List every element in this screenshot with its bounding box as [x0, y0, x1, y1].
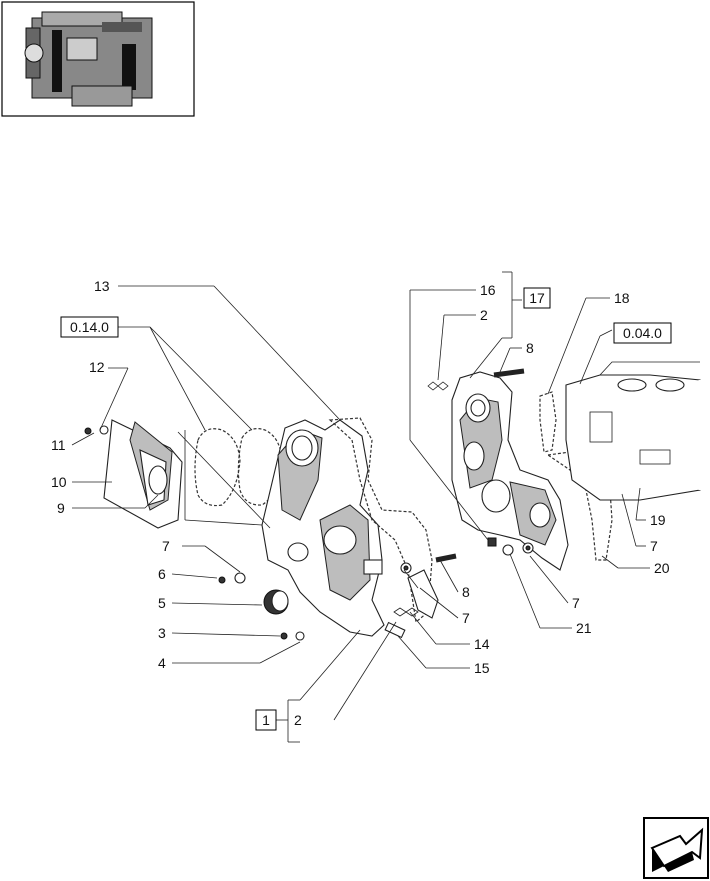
part-label-7-right: 7	[650, 538, 658, 554]
part-label-13: 13	[94, 278, 110, 294]
part-label-21: 21	[576, 620, 592, 636]
part-label-6: 6	[158, 566, 166, 582]
engine-thumbnail[interactable]	[1, 1, 195, 117]
ref-label-0.04.0: 0.04.0	[623, 325, 662, 341]
front-cover-group	[84, 417, 457, 641]
leader-lines	[71, 271, 650, 743]
part-label-18: 18	[614, 290, 630, 306]
part-label-8-upper: 8	[526, 340, 534, 356]
part-label-19: 19	[650, 512, 666, 528]
part-label-5: 5	[158, 595, 166, 611]
part-label-10: 10	[51, 474, 67, 490]
gear-housing-group	[427, 361, 702, 571]
arrow-next-icon[interactable]	[643, 817, 709, 879]
reference-box-0.14.0[interactable]: 0.14.0	[60, 316, 119, 338]
part-label-9: 9	[57, 500, 65, 516]
part-label-1: 1	[262, 712, 270, 728]
part-label-2-bottom: 2	[294, 712, 302, 728]
part-label-17: 17	[529, 290, 545, 306]
part-label-3: 3	[158, 625, 166, 641]
part-label-12: 12	[89, 359, 105, 375]
part-label-14: 14	[474, 636, 490, 652]
part-label-7-left: 7	[162, 538, 170, 554]
ref-label-0.14.0: 0.14.0	[70, 319, 109, 335]
reference-box-0.04.0[interactable]: 0.04.0	[613, 322, 672, 344]
part-label-4: 4	[158, 655, 166, 671]
part-label-11: 11	[51, 437, 66, 453]
part-labels: 13 12 11 10 9 7 6 5 3 4 2 8 7 14 15 16 2…	[51, 278, 670, 728]
part-label-8-lower: 8	[462, 584, 470, 600]
assembly-box-17[interactable]: 17	[523, 287, 551, 309]
part-label-15: 15	[474, 660, 490, 676]
part-label-2-top: 2	[480, 307, 488, 323]
part-label-7-center: 7	[462, 610, 470, 626]
part-label-7-lower: 7	[572, 595, 580, 611]
part-label-20: 20	[654, 560, 670, 576]
assembly-box-1[interactable]: 1	[255, 709, 277, 731]
part-label-16: 16	[480, 282, 496, 298]
